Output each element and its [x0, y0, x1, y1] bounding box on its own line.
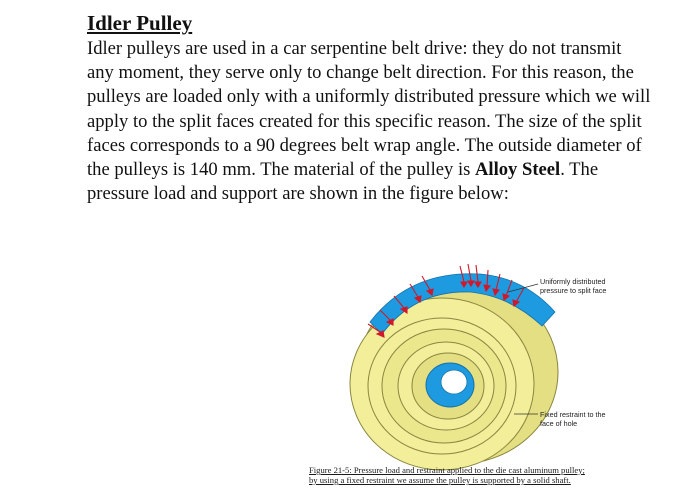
pulley-figure: Uniformly distributed pressure to split … — [330, 262, 660, 492]
paragraph-text-part2: . The pressure load and support are show… — [87, 159, 599, 205]
body-paragraph: Idler pulleys are used in a car serpenti… — [87, 37, 652, 206]
material-name: Alloy Steel — [475, 159, 561, 181]
paragraph-text-part1: Idler pulleys are used in a car serpenti… — [87, 38, 651, 181]
restraint-label: Fixed restraint to the face of hole — [540, 410, 640, 428]
restraint-label-line1: Fixed restraint to the — [540, 410, 606, 419]
pressure-leader-line — [507, 283, 539, 293]
pulley-illustration — [349, 263, 559, 471]
figure-caption: Figure 21-5: Pressure load and restraint… — [309, 465, 639, 485]
caption-line2: by using a fixed restraint we assume the… — [309, 475, 571, 485]
pressure-label-line1: Uniformly distributed — [540, 277, 606, 286]
caption-line1: Figure 21-5: Pressure load and restraint… — [309, 465, 585, 475]
hole-opening — [440, 369, 468, 395]
page-title: Idler Pulley — [87, 11, 193, 35]
pressure-label: Uniformly distributed pressure to split … — [540, 277, 640, 295]
pulley-ring-1 — [367, 317, 517, 455]
pressure-arrows — [367, 263, 525, 338]
restraint-label-line2: face of hole — [540, 419, 578, 428]
pressure-label-line2: pressure to split face — [540, 286, 607, 295]
